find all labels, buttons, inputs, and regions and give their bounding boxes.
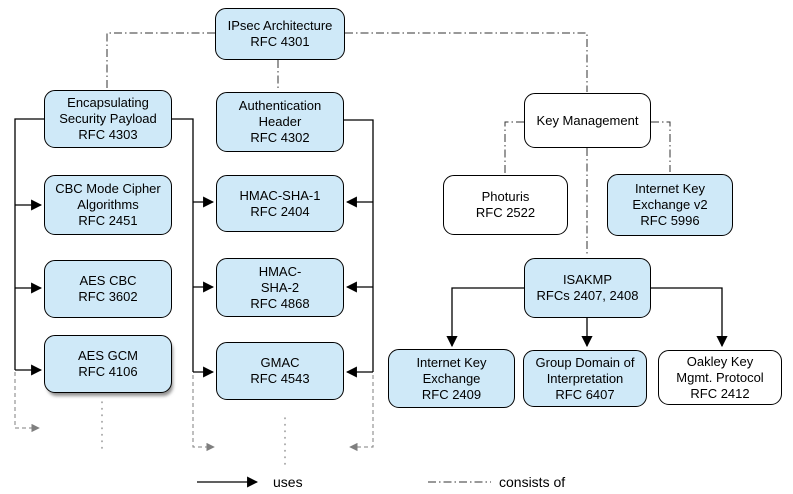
node-photuris: Photuris RFC 2522: [443, 175, 568, 235]
node-authentication-header: Authentication Header RFC 4302: [216, 92, 344, 152]
uses-arrow-isakmp-ike: [446, 287, 524, 348]
consists-keymgmt-ikev2: [651, 121, 671, 172]
consists-keymgmt-photuris: [504, 121, 524, 173]
uses-rail-esp-left: [14, 118, 44, 370]
continuation-edges: [14, 372, 374, 452]
node-key-management: Key Management: [524, 93, 651, 148]
uses-rail-esp-right: [172, 118, 194, 372]
consists-ipsec-keymgmt: [345, 32, 588, 92]
ellipsis-marks: [101, 401, 286, 467]
node-ipsec-architecture: IPsec Architecture RFC 4301: [215, 8, 345, 60]
uses-rail-ah-right: [344, 119, 374, 372]
consists-ipsec-esp: [106, 32, 215, 89]
node-gmac: GMAC RFC 4543: [216, 342, 344, 400]
node-group-domain-of-interpretation: Group Domain of Interpretation RFC 6407: [523, 350, 647, 407]
node-internet-key-exchange-v2: Internet Key Exchange v2 RFC 5996: [607, 174, 733, 236]
legend-uses-label: uses: [273, 474, 303, 490]
node-aes-cbc: AES CBC RFC 3602: [44, 260, 172, 318]
node-isakmp: ISAKMP RFCs 2407, 2408: [524, 258, 651, 318]
node-aes-gcm: AES GCM RFC 4106: [44, 335, 172, 393]
node-hmac-sha-1: HMAC-SHA-1 RFC 2404: [216, 175, 344, 232]
node-encapsulating-security-payload: Encapsulating Security Payload RFC 4303: [44, 90, 172, 148]
uses-edges: [14, 118, 728, 488]
legend-consists-of-label: consists of: [499, 474, 566, 490]
continuation-arrow-middle: [192, 375, 215, 452]
node-cbc-mode-cipher-algorithms: CBC Mode Cipher Algorithms RFC 2451: [44, 175, 172, 235]
continuation-arrow-left: [14, 372, 40, 433]
consists-of-edges: [106, 32, 671, 483]
node-internet-key-exchange: Internet Key Exchange RFC 2409: [388, 349, 515, 408]
node-hmac-sha-2: HMAC- SHA-2 RFC 4868: [216, 258, 344, 317]
node-oakley-key-mgmt-protocol: Oakley Key Mgmt. Protocol RFC 2412: [658, 350, 782, 405]
continuation-arrow-right: [349, 375, 374, 452]
uses-arrow-isakmp-oakley: [651, 287, 728, 348]
